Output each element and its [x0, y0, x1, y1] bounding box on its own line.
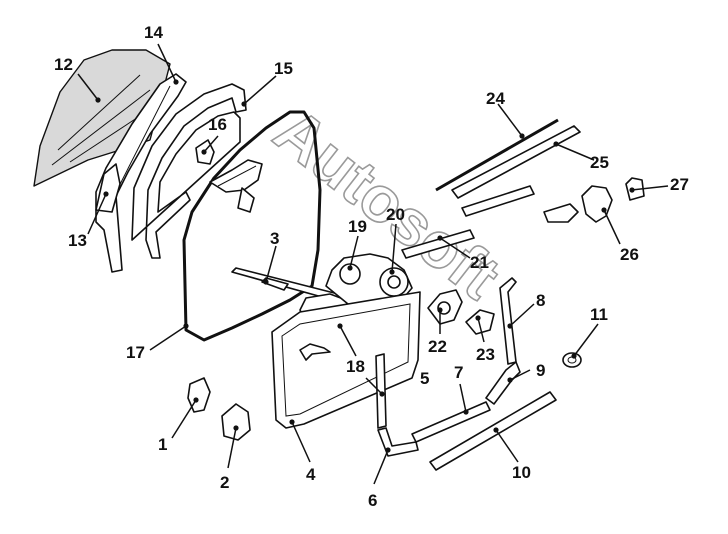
part-26-hinge — [543, 185, 613, 223]
callout-labels: 1 2 3 4 5 6 7 8 9 10 11 12 13 14 15 16 1… — [54, 23, 689, 510]
callout-27: 27 — [670, 175, 689, 194]
part-5-strip — [375, 353, 387, 429]
callout-26: 26 — [620, 245, 639, 264]
callout-1: 1 — [158, 435, 167, 454]
callout-15: 15 — [274, 59, 293, 78]
callout-3: 3 — [270, 229, 279, 248]
part-8-rod — [499, 277, 517, 365]
leader-lines — [77, 43, 669, 485]
callout-16: 16 — [208, 115, 227, 134]
callout-5: 5 — [420, 369, 429, 388]
part-10-sill-strip — [429, 391, 557, 471]
callout-10: 10 — [512, 463, 531, 482]
callout-14: 14 — [144, 23, 163, 42]
part-21-strip — [401, 229, 475, 259]
callout-17: 17 — [126, 343, 145, 362]
part-25-strip — [451, 125, 581, 199]
part-15-door-frame — [131, 83, 247, 259]
part-22-23-lock — [427, 289, 495, 335]
part-9-seal — [485, 361, 521, 405]
part-13-corner-piece — [95, 163, 121, 213]
callout-13: 13 — [68, 231, 87, 250]
callout-12: 12 — [54, 55, 73, 74]
callout-25: 25 — [590, 153, 609, 172]
callout-22: 22 — [428, 337, 447, 356]
part-4-door-panel — [271, 291, 421, 429]
callout-19: 19 — [348, 217, 367, 236]
callout-6: 6 — [368, 491, 377, 510]
callout-9: 9 — [536, 361, 545, 380]
callout-24: 24 — [486, 89, 505, 108]
part-24-rod — [435, 118, 559, 192]
callout-23: 23 — [476, 345, 495, 364]
callout-4: 4 — [306, 465, 316, 484]
callout-2: 2 — [220, 473, 229, 492]
callout-7: 7 — [454, 363, 463, 382]
part-2-hinge-bracket — [221, 403, 251, 441]
part-7-lower-strip — [411, 401, 491, 443]
regulator-mechanism — [209, 159, 263, 213]
leader-dots — [95, 79, 635, 453]
callout-21: 21 — [470, 253, 489, 272]
part-17-door-seal — [182, 110, 322, 342]
callout-8: 8 — [536, 291, 545, 310]
callout-20: 20 — [386, 205, 405, 224]
part-6-l-seal — [377, 427, 419, 457]
part-12-window-glass — [33, 49, 171, 187]
callout-18: 18 — [346, 357, 365, 376]
callout-11: 11 — [590, 305, 608, 324]
part-upper-strip — [461, 185, 535, 217]
